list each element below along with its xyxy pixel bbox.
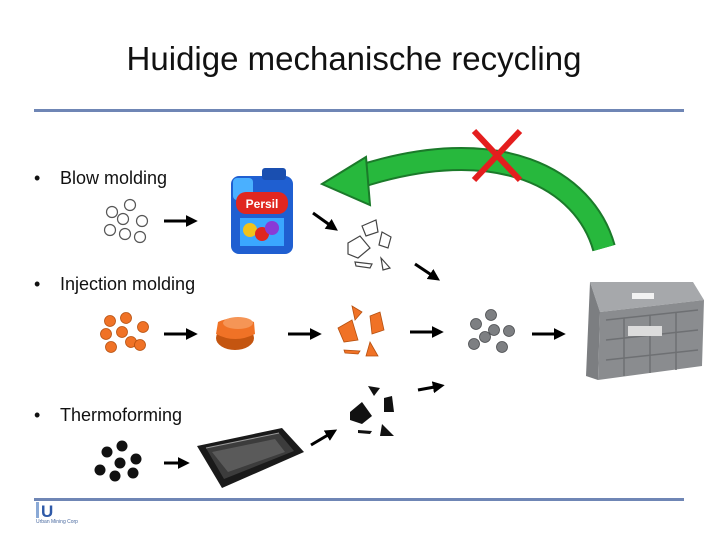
blow-granules bbox=[103, 198, 149, 244]
crate-icon bbox=[586, 282, 704, 380]
recycle-arrow-icon bbox=[319, 146, 616, 252]
thermo-granules bbox=[94, 440, 142, 482]
bullet-blow-molding: • Blow molding bbox=[34, 168, 167, 189]
bullet-marker: • bbox=[34, 168, 41, 188]
bullet-label: Thermoforming bbox=[60, 405, 183, 425]
arrow-icon bbox=[417, 381, 445, 394]
bullet-label: Blow molding bbox=[60, 168, 168, 188]
forbidden-cross-icon bbox=[471, 128, 523, 183]
bullet-injection-molding: • Injection molding bbox=[34, 274, 195, 295]
slide-title: Huidige mechanische recycling bbox=[126, 40, 582, 77]
logo-caption: Urban Mining Corp bbox=[36, 519, 78, 525]
footer-divider bbox=[34, 498, 684, 501]
bullet-label: Injection molding bbox=[60, 274, 196, 294]
thermo-flakes bbox=[350, 386, 394, 436]
orange-cap-icon bbox=[216, 317, 255, 350]
bottle-brand-label: Persil bbox=[246, 197, 279, 211]
title-divider bbox=[34, 109, 684, 112]
blow-flakes bbox=[347, 219, 392, 271]
arrow-icon bbox=[312, 211, 338, 231]
bullet-marker: • bbox=[34, 405, 41, 425]
injection-granules bbox=[100, 312, 149, 353]
recycled-granules bbox=[468, 309, 515, 353]
svg-text:U: U bbox=[41, 502, 53, 519]
logo-icon: U bbox=[36, 502, 53, 519]
detergent-bottle-icon: Persil bbox=[231, 168, 293, 254]
arrow-icon bbox=[414, 262, 440, 281]
bullet-thermoforming: • Thermoforming bbox=[34, 405, 182, 426]
injection-flakes bbox=[337, 305, 385, 357]
process-arrows bbox=[164, 211, 566, 469]
food-tray-icon bbox=[197, 428, 304, 488]
arrow-icon bbox=[310, 429, 338, 447]
bullet-marker: • bbox=[34, 274, 41, 294]
